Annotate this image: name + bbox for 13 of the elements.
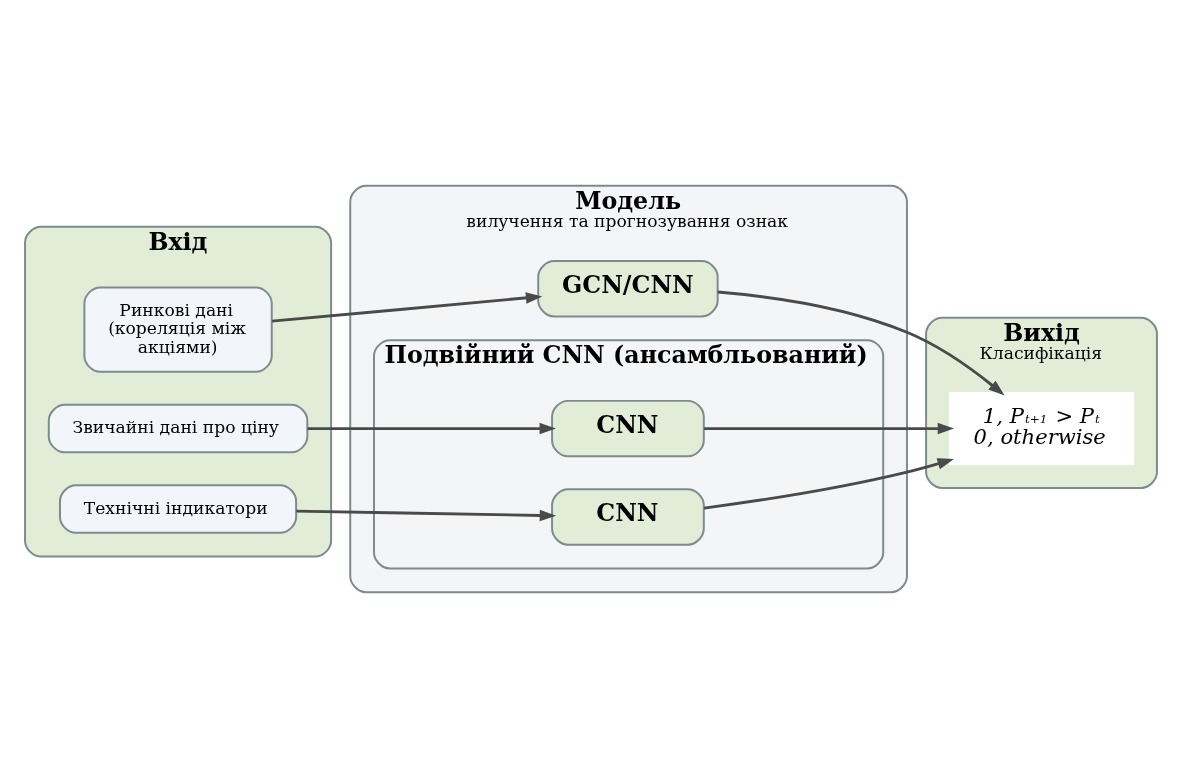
arrow bbox=[296, 509, 557, 521]
arrow bbox=[703, 457, 954, 510]
node-box: CNN bbox=[551, 487, 705, 546]
node-box: 1, Pt+1 > Pt 0, otherwise bbox=[948, 391, 1135, 465]
node-box: Звичайні дані про ціну bbox=[47, 403, 309, 453]
node-box: GCN/CNN bbox=[537, 259, 719, 317]
arrow bbox=[704, 422, 955, 434]
node-box: Ринкові дані (кореляція між акціями) bbox=[83, 285, 273, 373]
arrow bbox=[307, 422, 556, 434]
node-box: CNN bbox=[551, 399, 705, 457]
arrow bbox=[271, 291, 543, 323]
arrow bbox=[717, 290, 1005, 396]
node-box: Технічні індикатори bbox=[59, 483, 298, 534]
